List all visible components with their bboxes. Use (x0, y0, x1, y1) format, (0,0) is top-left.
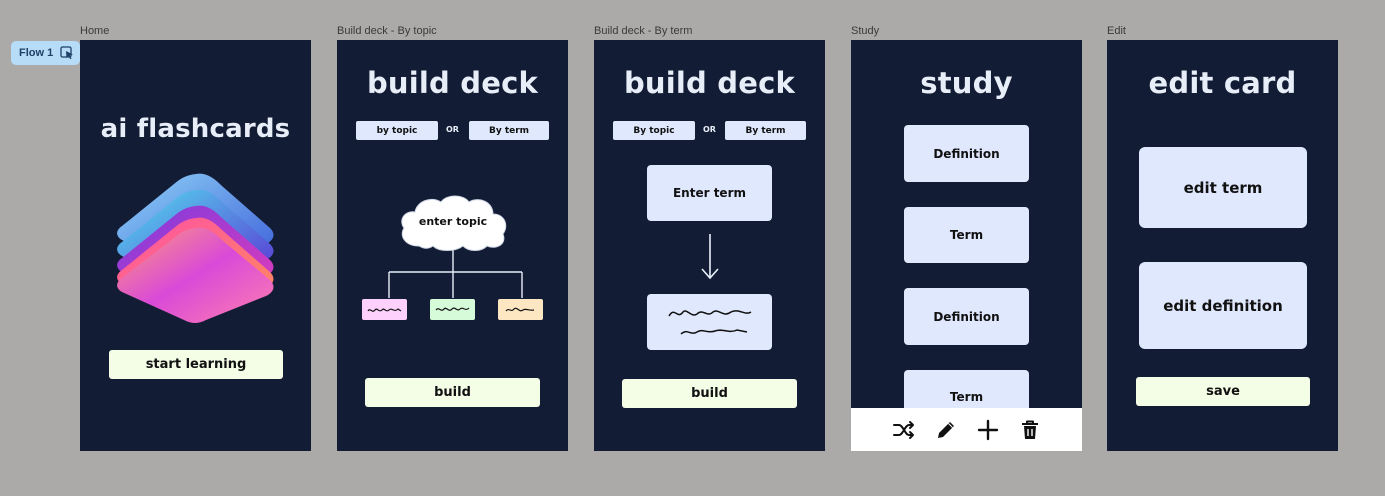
or-label: OR (446, 125, 459, 134)
plus-icon[interactable] (976, 418, 1000, 442)
flashcard[interactable]: Definition (904, 288, 1029, 345)
layered-cards-logo (117, 173, 274, 323)
page-title: edit card (1148, 66, 1297, 100)
flashcard[interactable]: Term (904, 207, 1029, 263)
frame-label-edit: Edit (1107, 25, 1126, 37)
flow-badge[interactable]: Flow 1 (11, 41, 80, 65)
build-button[interactable]: build (622, 379, 797, 408)
study-toolbar (851, 408, 1082, 451)
frame-label-term: Build deck - By term (594, 25, 693, 37)
cloud-icon[interactable] (395, 192, 511, 252)
page-title: ai flashcards (100, 114, 291, 144)
edit-term-field[interactable]: edit term (1139, 147, 1307, 228)
generated-definition-card (647, 294, 772, 350)
topic-card-orange (498, 299, 543, 320)
scribble-icon (505, 307, 535, 312)
frame-label-home: Home (80, 25, 110, 37)
frame-home: ai flashcards start learning (80, 40, 311, 451)
by-topic-toggle[interactable]: By topic (613, 121, 695, 140)
trash-icon[interactable] (1018, 418, 1042, 442)
play-flow-icon[interactable] (60, 46, 74, 60)
frame-build-topic: build deck by topic OR By term enter top… (337, 40, 568, 451)
enter-term-input[interactable]: Enter term (647, 165, 772, 221)
topic-card-pink (362, 299, 407, 320)
build-button[interactable]: build (365, 378, 540, 407)
frame-edit: edit card edit term edit definition save (1107, 40, 1338, 451)
flow-badge-label: Flow 1 (19, 47, 54, 59)
by-term-toggle[interactable]: By term (725, 121, 806, 140)
enter-topic-label: enter topic (418, 215, 488, 228)
by-term-toggle[interactable]: By term (469, 121, 549, 140)
topic-tree-diagram (388, 246, 523, 298)
save-button[interactable]: save (1136, 377, 1310, 406)
scribble-icon (435, 307, 470, 311)
frame-build-term: build deck By topic OR By term Enter ter… (594, 40, 825, 451)
page-title: build deck (366, 66, 539, 100)
frame-label-topic: Build deck - By topic (337, 25, 437, 37)
frame-study: study Definition Term Definition Term (851, 40, 1082, 451)
or-label: OR (703, 125, 716, 134)
page-title: study (920, 66, 1013, 100)
scribble-icon (367, 308, 402, 312)
arrow-down-icon (701, 234, 719, 280)
flashcard[interactable]: Definition (904, 125, 1029, 182)
frame-label-study: Study (851, 25, 880, 37)
by-topic-toggle[interactable]: by topic (356, 121, 438, 140)
shuffle-icon[interactable] (892, 418, 916, 442)
start-learning-button[interactable]: start learning (109, 350, 283, 379)
pencil-icon[interactable] (934, 418, 958, 442)
page-title: build deck (623, 66, 796, 100)
scribble-icon (668, 310, 752, 335)
topic-card-green (430, 299, 475, 320)
edit-definition-field[interactable]: edit definition (1139, 262, 1307, 349)
